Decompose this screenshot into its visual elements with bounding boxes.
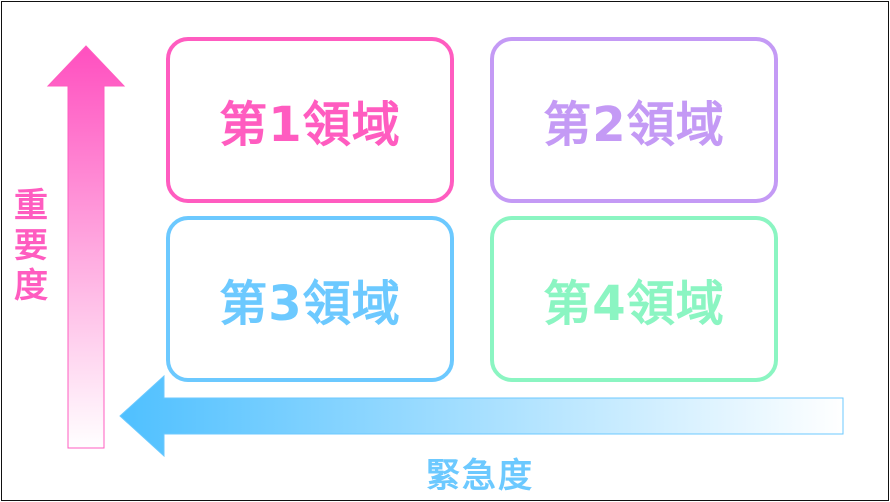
quadrant-1: 第1領域	[166, 37, 454, 203]
x-axis-arrow	[119, 374, 844, 458]
quadrant-4-label: 第4領域	[543, 276, 725, 332]
y-axis-label-char-1: 重	[14, 186, 48, 226]
quadrant-3-label: 第3領域	[219, 276, 401, 332]
y-axis-label: 重 要 度	[8, 186, 54, 306]
quadrant-4: 第4領域	[490, 216, 778, 382]
y-axis-label-char-2: 要	[14, 226, 48, 266]
quadrant-2: 第2領域	[490, 37, 778, 203]
quadrant-3: 第3領域	[166, 216, 454, 382]
quadrant-2-label: 第2領域	[543, 97, 725, 153]
y-axis-arrow	[46, 45, 126, 449]
x-axis-label: 緊急度	[426, 456, 534, 496]
y-axis-label-char-3: 度	[14, 266, 48, 306]
quadrant-1-label: 第1領域	[219, 97, 401, 153]
